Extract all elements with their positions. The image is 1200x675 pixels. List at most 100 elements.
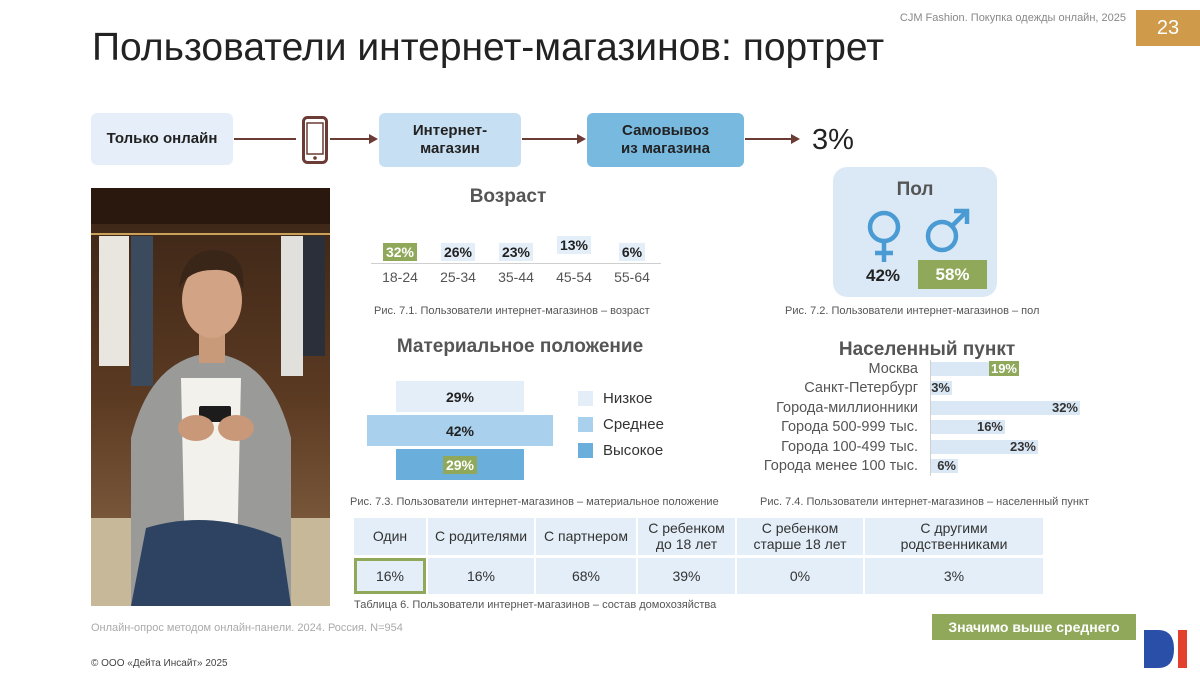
legend-item: Высокое <box>578 437 664 463</box>
legend-item: Среднее <box>578 411 664 437</box>
age-value: 26% <box>440 243 476 261</box>
page-number: 23 <box>1136 10 1200 46</box>
city-row: Москва 19% <box>758 359 1080 379</box>
page-title: Пользователи интернет-магазинов: портрет <box>92 26 885 69</box>
city-label: Москва <box>868 360 918 377</box>
age-title: Возраст <box>469 186 547 207</box>
table-header-cell: С родителями <box>427 518 536 556</box>
smartphone-icon <box>302 116 328 169</box>
flow-arrow-head <box>791 134 800 144</box>
company-logo <box>1144 630 1192 673</box>
flow-step-online-only-label: Только онлайн <box>106 130 218 147</box>
wealth-caption: Рис. 7.3. Пользователи интернет-магазино… <box>350 496 719 508</box>
city-chart: Москва 19% Санкт-Петербург 3% Города-милли… <box>758 359 1080 476</box>
city-row: Города 500-999 тыс.16% <box>758 418 1080 438</box>
age-value: 23% <box>498 243 534 261</box>
wealth-bar-high: 29% <box>396 449 524 480</box>
age-value: 6% <box>618 243 646 261</box>
table-cell: 16% <box>427 556 536 594</box>
city-label: Города 100-499 тыс. <box>781 438 918 455</box>
city-bar: 16% <box>930 419 1005 435</box>
person-photo <box>91 188 330 606</box>
gender-caption: Рис. 7.2. Пользователи интернет-магазино… <box>785 305 1040 317</box>
city-label: Санкт-Петербург <box>804 380 918 397</box>
age-label: 55-64 <box>614 269 650 285</box>
age-item: 26% 25-34 <box>429 236 487 285</box>
age-item: 32% 18-24 <box>371 236 429 285</box>
flow-arrow <box>234 138 296 140</box>
age-value: 32% <box>382 243 418 261</box>
household-table: Один С родителями С партнером С ребенком… <box>354 518 1045 594</box>
flow-step-pickup-label: Самовывоз из магазина <box>621 122 710 157</box>
flow-share: 3% <box>812 124 854 156</box>
legend-label: Среднее <box>603 415 664 433</box>
age-item: 23% 35-44 <box>487 236 545 285</box>
city-value: 19% <box>988 360 1019 376</box>
wealth-legend: Низкое Среднее Высокое <box>578 385 664 463</box>
city-value: 32% <box>1051 399 1078 415</box>
city-label: Города менее 100 тыс. <box>763 458 918 475</box>
table-header-cell: С ребенком старше 18 лет <box>736 518 865 556</box>
table-row: 16% 16% 68% 39% 0% 3% <box>354 556 1045 594</box>
age-item: 6% 55-64 <box>603 236 661 285</box>
gender-title: Пол <box>896 179 934 200</box>
age-item: 13% 45-54 <box>545 236 603 285</box>
table-header-cell: С партнером <box>535 518 638 556</box>
legend-label: Высокое <box>603 441 664 459</box>
flow-step-online-store: Интернет-магазин <box>379 113 521 167</box>
city-value: 3% <box>931 380 950 396</box>
table-header-cell: Один <box>354 518 428 556</box>
source-note: Онлайн-опрос методом онлайн-панели. 2024… <box>91 622 403 634</box>
flow-arrow <box>745 138 792 140</box>
age-label: 18-24 <box>382 269 418 285</box>
city-value: 6% <box>937 458 956 474</box>
table-cell: 3% <box>864 556 1045 594</box>
wealth-bar-mid: 42% <box>367 415 553 446</box>
table-header-row: Один С родителями С партнером С ребенком… <box>354 518 1045 556</box>
wealth-bar-low: 29% <box>396 381 524 412</box>
city-axis-line <box>930 360 931 476</box>
city-row: Города менее 100 тыс. 6% <box>758 457 1080 477</box>
flow-arrow <box>330 138 370 140</box>
wealth-title: Материальное положение <box>396 336 644 357</box>
city-row: Города-миллионники 32% <box>758 398 1080 418</box>
city-bar: 6% <box>930 458 958 474</box>
flow-arrow-head <box>369 134 378 144</box>
male-share: 58% <box>918 260 987 289</box>
age-label: 35-44 <box>498 269 534 285</box>
household-caption: Таблица 6. Пользователи интернет-магазин… <box>354 599 717 611</box>
city-value: 23% <box>1009 438 1036 454</box>
legend-swatch <box>578 416 593 432</box>
header-note: CJM Fashion. Покупка одежды онлайн, 2025 <box>899 12 1126 24</box>
flow-arrow-head <box>577 134 586 144</box>
age-label: 45-54 <box>556 269 592 285</box>
city-title: Населенный пункт <box>838 339 1016 360</box>
table-cell: 0% <box>736 556 865 594</box>
flow-step-online-store-label: Интернет-магазин <box>412 122 488 157</box>
legend-label: Низкое <box>603 389 653 407</box>
table-cell: 39% <box>637 556 737 594</box>
flow-arrow <box>522 138 578 140</box>
male-symbol-icon <box>922 206 972 261</box>
city-row: Санкт-Петербург 3% <box>758 379 1080 399</box>
age-value: 13% <box>556 236 592 254</box>
female-share: 42% <box>866 266 901 285</box>
copyright: © ООО «Дейта Инсайт» 2025 <box>91 658 228 669</box>
table-cell: 68% <box>535 556 638 594</box>
legend-item: Низкое <box>578 385 664 411</box>
age-label: 25-34 <box>440 269 476 285</box>
table-header-cell: С другими родственниками <box>864 518 1045 556</box>
flow-step-pickup: Самовывоз из магазина <box>587 113 744 167</box>
legend-highlight: Значимо выше среднего <box>932 614 1136 640</box>
city-row: Города 100-499 тыс. 23% <box>758 437 1080 457</box>
city-bar: 32% <box>930 399 1080 415</box>
age-axis-line <box>371 263 661 264</box>
female-symbol-icon <box>862 208 906 269</box>
city-label: Города-миллионники <box>776 399 918 416</box>
flow-step-online-only: Только онлайн <box>91 113 233 165</box>
age-chart: 32% 18-24 26% 25-34 23% 35-44 13% 45-54 … <box>371 236 661 285</box>
wealth-value: 29% <box>445 388 475 405</box>
wealth-value: 29% <box>442 455 478 474</box>
city-value: 16% <box>976 419 1003 435</box>
legend-swatch <box>578 390 593 406</box>
